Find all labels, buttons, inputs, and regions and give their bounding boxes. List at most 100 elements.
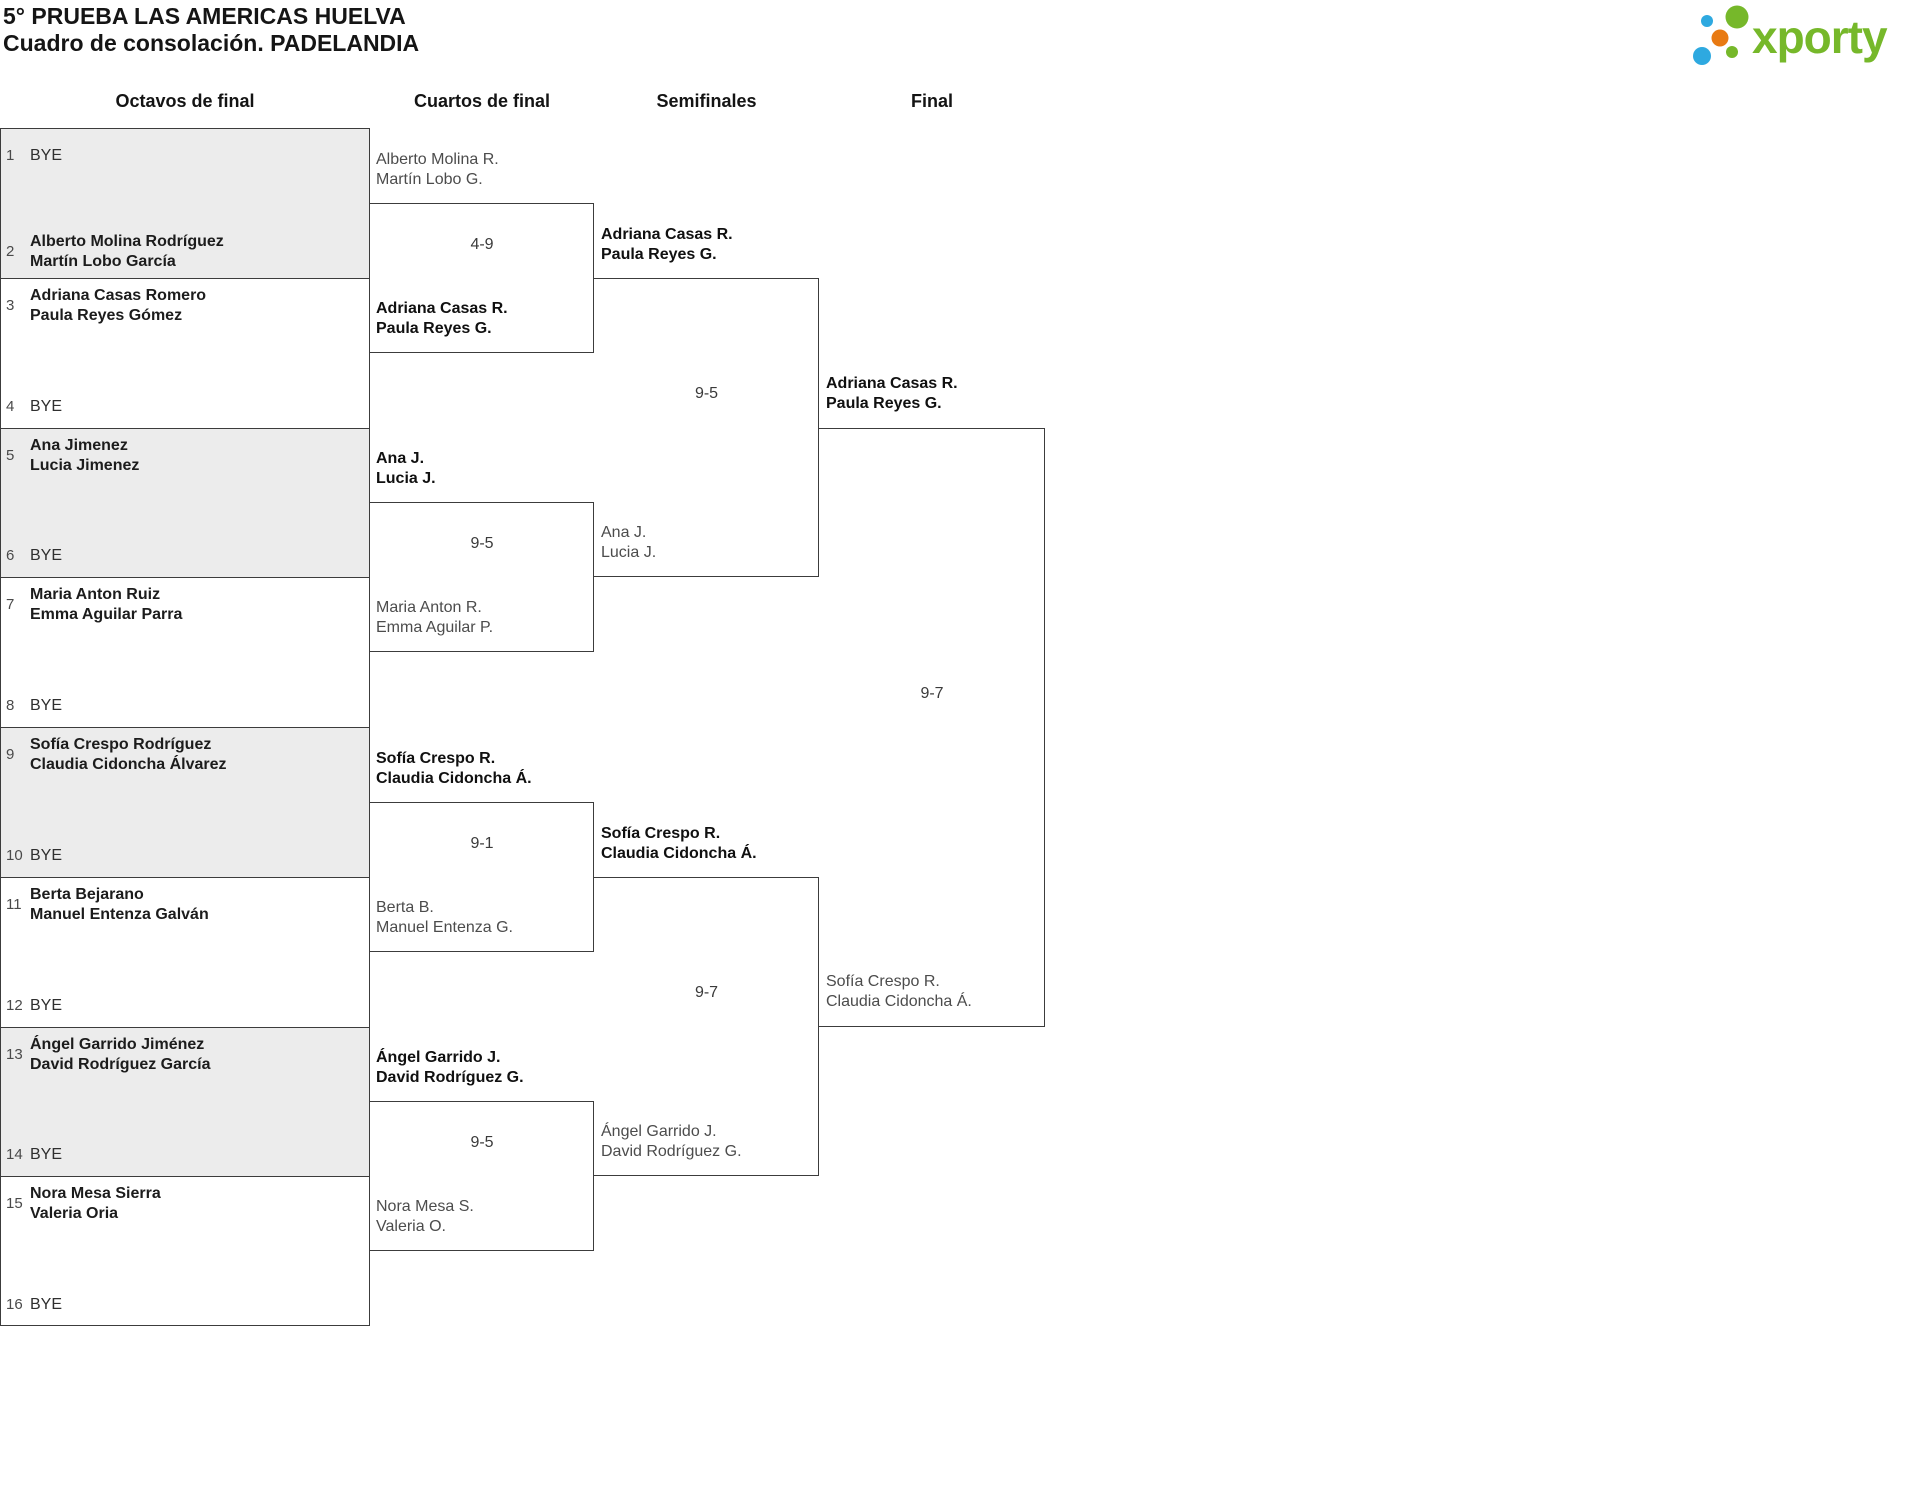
seed-number: 5: [6, 447, 15, 464]
team-name-line: Lucia J.: [376, 470, 436, 487]
octavos-pair-box-1: [0, 128, 370, 278]
team-name-line: Lucia J.: [601, 544, 657, 561]
team-name-line: Ángel Garrido J.: [376, 1049, 501, 1066]
octavos-slot-2: 2 Alberto Molina Rodríguez Martín Lobo G…: [6, 232, 356, 272]
octavos-slot-5: 5 Ana Jimenez Lucia Jimenez: [6, 436, 356, 476]
qf1-bottom-team: Adriana Casas R. Paula Reyes G.: [376, 299, 590, 339]
match-box-qf4: [370, 1101, 594, 1252]
seed-number: 14: [6, 1146, 23, 1163]
qf4-top-team: Ángel Garrido J. David Rodríguez G.: [376, 1048, 590, 1088]
team-name-line: Ángel Garrido Jiménez: [30, 1036, 205, 1053]
octavos-slot-16: 16 BYE: [6, 1295, 356, 1315]
team-name-line: Maria Anton R.: [376, 599, 482, 616]
bye-label: BYE: [30, 697, 63, 714]
octavos-pair-box-2: [0, 277, 370, 428]
final-bottom-team: Sofía Crespo R. Claudia Cidoncha Á.: [826, 972, 1040, 1012]
seed-number: 6: [6, 547, 15, 564]
octavos-slot-3: 3 Adriana Casas Romero Paula Reyes Gómez: [6, 286, 356, 326]
bye-label: BYE: [30, 997, 63, 1014]
team-name-line: Nora Mesa Sierra: [30, 1185, 161, 1202]
team-name-line: David Rodríguez G.: [601, 1143, 742, 1160]
final-score: 9-7: [920, 685, 944, 702]
team-name-line: Alberto Molina Rodríguez: [30, 233, 224, 250]
team-name-line: Ángel Garrido J.: [601, 1123, 717, 1140]
sf2-top-team: Sofía Crespo R. Claudia Cidoncha Á.: [601, 824, 815, 864]
page-subtitle: Cuadro de consolación. PADELANDIA: [3, 30, 420, 56]
team-name-line: Adriana Casas R.: [601, 226, 733, 243]
match-box-qf2: [370, 502, 594, 653]
sf2-score: 9-7: [694, 984, 719, 1001]
octavos-slot-14: 14 BYE: [6, 1145, 356, 1165]
bye-label: BYE: [30, 147, 63, 164]
match-box-qf1: [370, 202, 594, 353]
team-name-line: Claudia Cidoncha Álvarez: [30, 756, 227, 773]
octavos-pair-box-6: [0, 876, 370, 1027]
team-name-line: Valeria Oria: [30, 1205, 119, 1222]
team-name-line: Claudia Cidoncha Á.: [826, 993, 972, 1010]
team-name-line: Ana Jimenez: [30, 437, 128, 454]
logo-dot-blue-bottom: [1693, 47, 1711, 65]
octavos-pair-box-3: [0, 427, 370, 578]
bye-label: BYE: [30, 1296, 63, 1313]
match-box-qf3: [370, 801, 594, 952]
team-name-line: Emma Aguilar Parra: [30, 606, 183, 623]
team-name-line: Paula Reyes G.: [601, 246, 717, 263]
team-name-line: Claudia Cidoncha Á.: [601, 845, 757, 862]
team-name-line: Sofía Crespo R.: [601, 825, 721, 842]
team-name-line: Martín Lobo García: [30, 253, 176, 270]
team-name-line: Nora Mesa S.: [376, 1198, 474, 1215]
team-name-line: Paula Reyes Gómez: [30, 307, 183, 324]
seed-number: 11: [6, 896, 22, 913]
octavos-pair-box-5: [0, 727, 370, 877]
round-header-final: Final: [910, 91, 953, 111]
qf1-top-team: Alberto Molina R. Martín Lobo G.: [376, 150, 590, 190]
seed-number: 4: [6, 398, 15, 415]
logo-dot-green-small: [1726, 46, 1738, 58]
qf1-score: 4-9: [470, 236, 494, 253]
round-header-octavos: Octavos de final: [115, 91, 255, 111]
seed-number: 13: [6, 1046, 23, 1063]
logo-dot-orange: [1711, 29, 1729, 47]
team-name-line: David Rodríguez G.: [376, 1069, 524, 1086]
qf4-score: 9-5: [470, 1134, 494, 1151]
qf2-score: 9-5: [470, 535, 494, 552]
round-header-cuartos: Cuartos de final: [413, 91, 551, 111]
team-name-line: Adriana Casas R.: [826, 375, 958, 392]
seed-number: 3: [6, 297, 15, 314]
bye-label: BYE: [30, 847, 63, 864]
final-top-team: Adriana Casas R. Paula Reyes G.: [826, 374, 1040, 414]
qf2-bottom-team: Maria Anton R. Emma Aguilar P.: [376, 598, 590, 638]
team-name-line: David Rodríguez García: [30, 1056, 211, 1073]
seed-number: 12: [6, 997, 23, 1014]
team-name-line: Ana J.: [601, 524, 647, 541]
team-name-line: Manuel Entenza G.: [376, 919, 513, 936]
team-name-line: Berta B.: [376, 899, 434, 916]
page-title: 5° PRUEBA LAS AMERICAS HUELVA: [3, 3, 406, 29]
seed-number: 15: [6, 1195, 23, 1212]
team-name-line: Paula Reyes G.: [376, 320, 492, 337]
team-name-line: Emma Aguilar P.: [376, 619, 494, 636]
logo-dot-blue-top: [1701, 15, 1713, 27]
seed-number: 16: [6, 1296, 23, 1313]
seed-number: 9: [6, 746, 15, 763]
logo-dot-green-big: [1725, 5, 1749, 29]
seed-number: 8: [6, 697, 15, 714]
qf2-top-team: Ana J. Lucia J.: [376, 449, 590, 489]
sf2-bottom-team: Ángel Garrido J. David Rodríguez G.: [601, 1122, 815, 1162]
octavos-slot-12: 12 BYE: [6, 996, 356, 1016]
seed-number: 2: [6, 243, 15, 260]
team-name-line: Manuel Entenza Galván: [30, 906, 209, 923]
team-name-line: Adriana Casas R.: [376, 300, 508, 317]
octavos-pair-box-8: [0, 1176, 370, 1326]
match-box-sf2: [594, 876, 819, 1177]
team-name-line: Adriana Casas Romero: [30, 287, 207, 304]
seed-number: 1: [6, 147, 15, 164]
qf3-score: 9-1: [470, 835, 494, 852]
octavos-slot-6: 6 BYE: [6, 546, 356, 566]
octavos-slot-4: 4 BYE: [6, 397, 356, 417]
octavos-slot-8: 8 BYE: [6, 696, 356, 716]
xporty-logo[interactable]: xporty: [1680, 0, 1920, 70]
octavos-pair-box-7: [0, 1026, 370, 1177]
octavos-slot-1: 1 BYE: [6, 146, 356, 166]
